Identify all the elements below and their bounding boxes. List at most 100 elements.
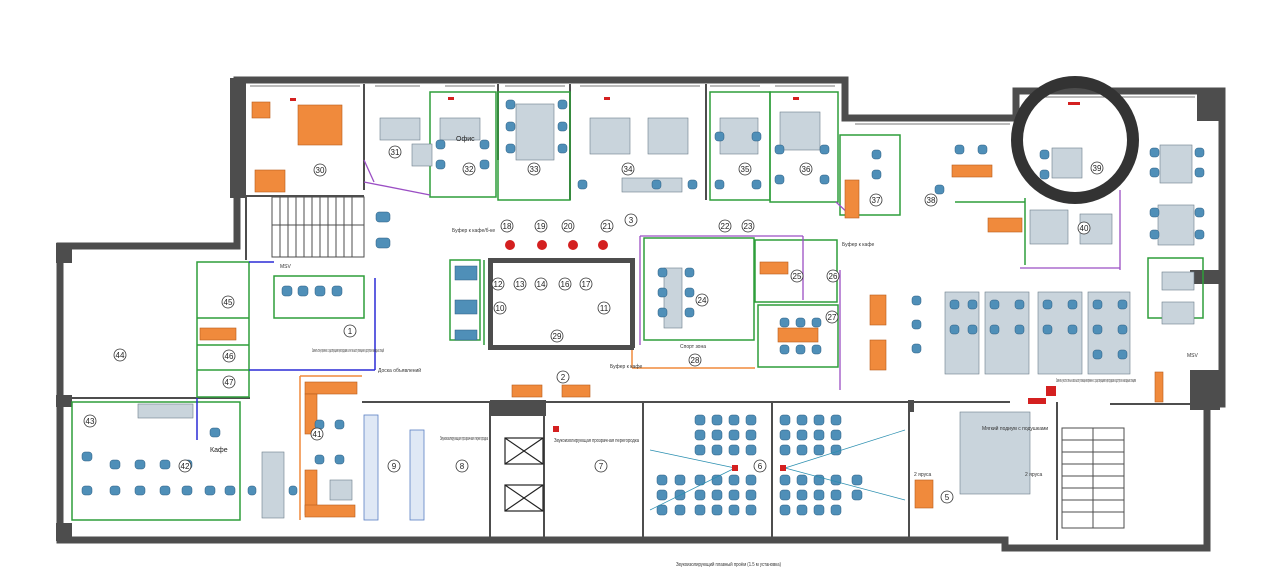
room-number-10: 10 bbox=[496, 304, 505, 313]
lecture-hall-seats bbox=[656, 414, 863, 516]
room-marker-33 bbox=[527, 162, 541, 176]
label-tiers-right: 2 яруса bbox=[1025, 472, 1043, 478]
room-marker-32 bbox=[462, 162, 476, 176]
label-msv-left: MSV bbox=[280, 264, 292, 270]
room-marker-45 bbox=[221, 295, 235, 309]
room-number-8: 8 bbox=[460, 462, 465, 471]
room-marker-16 bbox=[558, 277, 572, 291]
room-marker-29 bbox=[550, 329, 564, 343]
note-right: Заменить участок стены на всю высоту пом… bbox=[1056, 378, 1136, 384]
room-number-17: 17 bbox=[582, 280, 591, 289]
room-number-35: 35 bbox=[741, 165, 750, 174]
room-number-33: 33 bbox=[530, 165, 539, 174]
note-mid2: Звукоизолирующая прозрачная перегородка bbox=[554, 438, 639, 444]
label-ad-board: Доска объявлений bbox=[378, 367, 421, 374]
note-bottom: Звукоизолирующий плавный проём (1.5 м ус… bbox=[676, 561, 781, 568]
room-number-13: 13 bbox=[516, 280, 525, 289]
room-marker-8 bbox=[455, 459, 469, 473]
room-number-16: 16 bbox=[561, 280, 570, 289]
room-marker-42 bbox=[178, 459, 192, 473]
room-marker-25 bbox=[790, 269, 804, 283]
room-marker-6 bbox=[753, 459, 767, 473]
room-marker-41 bbox=[310, 427, 324, 441]
room-number-24: 24 bbox=[698, 296, 707, 305]
note-left: Заменить стену временно с существующими … bbox=[312, 347, 384, 354]
label-buffer-mid: Буфер к кафе bbox=[842, 242, 874, 248]
label-buffer-top: Буфер к кафе/б-ке bbox=[452, 228, 495, 234]
room-number-44: 44 bbox=[116, 351, 125, 360]
room-marker-28 bbox=[688, 353, 702, 367]
room-marker-9 bbox=[387, 459, 401, 473]
orange-furniture bbox=[199, 101, 1164, 518]
partitions-orange bbox=[299, 345, 755, 520]
room-number-5: 5 bbox=[945, 493, 950, 502]
room-number-43: 43 bbox=[86, 417, 95, 426]
room-marker-12 bbox=[491, 277, 505, 291]
lecture-hall-sightlines bbox=[649, 429, 906, 511]
label-cafe: Кафе bbox=[210, 447, 228, 454]
room-number-37: 37 bbox=[872, 196, 881, 205]
room-marker-23 bbox=[741, 219, 755, 233]
room-marker-11 bbox=[597, 301, 611, 315]
partitions-blue bbox=[196, 261, 376, 440]
room-marker-10 bbox=[493, 301, 507, 315]
storage-racks bbox=[363, 414, 425, 521]
room-number-34: 34 bbox=[624, 165, 633, 174]
stairwell-left bbox=[271, 196, 365, 258]
room-number-42: 42 bbox=[181, 462, 190, 471]
room-marker-5 bbox=[940, 490, 954, 504]
partitions-purple bbox=[363, 159, 1121, 390]
cafe-furniture bbox=[81, 211, 478, 496]
office-chairs bbox=[314, 99, 1205, 465]
room-marker-13 bbox=[513, 277, 527, 291]
windows bbox=[250, 85, 1195, 125]
label-office: Офис bbox=[456, 136, 475, 143]
room-number-9: 9 bbox=[392, 462, 397, 471]
label-buffer-lower: Буфер к кафе bbox=[610, 364, 642, 370]
room-number-20: 20 bbox=[564, 222, 573, 231]
room-marker-40 bbox=[1077, 221, 1091, 235]
label-msv-right: MSV bbox=[1187, 353, 1199, 359]
room-marker-22 bbox=[718, 219, 732, 233]
room-number-26: 26 bbox=[829, 272, 838, 281]
room-marker-17 bbox=[579, 277, 593, 291]
room-number-31: 31 bbox=[391, 148, 400, 157]
red-markers bbox=[290, 97, 1080, 432]
room-number-2: 2 bbox=[561, 373, 566, 382]
room-number-23: 23 bbox=[744, 222, 753, 231]
room-number-36: 36 bbox=[802, 165, 811, 174]
room-number-29: 29 bbox=[553, 332, 562, 341]
lecture-hall-markers bbox=[732, 465, 786, 471]
room-marker-21 bbox=[600, 219, 614, 233]
room-number-38: 38 bbox=[927, 196, 936, 205]
room-marker-20 bbox=[561, 219, 575, 233]
room-number-19: 19 bbox=[537, 222, 546, 231]
room-number-7: 7 bbox=[599, 462, 604, 471]
room-number-11: 11 bbox=[600, 304, 609, 313]
room-number-1: 1 bbox=[348, 327, 353, 336]
room-marker-34 bbox=[621, 162, 635, 176]
highlight-circle bbox=[1011, 76, 1139, 204]
room-marker-47 bbox=[222, 375, 236, 389]
room-marker-18 bbox=[500, 219, 514, 233]
room-marker-1 bbox=[343, 324, 357, 338]
stairwell-right bbox=[1061, 427, 1125, 529]
room-number-45: 45 bbox=[224, 298, 233, 307]
room-number-25: 25 bbox=[793, 272, 802, 281]
room-number-28: 28 bbox=[691, 356, 700, 365]
room-marker-24 bbox=[695, 293, 709, 307]
room-marker-44 bbox=[113, 348, 127, 362]
room-marker-31 bbox=[388, 145, 402, 159]
room-number-22: 22 bbox=[721, 222, 730, 231]
label-storage-right: Спорт зона bbox=[680, 344, 706, 350]
room-marker-7 bbox=[594, 459, 608, 473]
room-number-14: 14 bbox=[537, 280, 546, 289]
text-labels: Офис Кафе Мягкий подиум с подушками 2 яр… bbox=[210, 136, 1199, 568]
room-marker-39 bbox=[1090, 161, 1104, 175]
room-number-27: 27 bbox=[828, 313, 837, 322]
room-number-12: 12 bbox=[494, 280, 503, 289]
room-number-18: 18 bbox=[503, 222, 512, 231]
label-tiers-left: 2 яруса bbox=[914, 472, 932, 478]
